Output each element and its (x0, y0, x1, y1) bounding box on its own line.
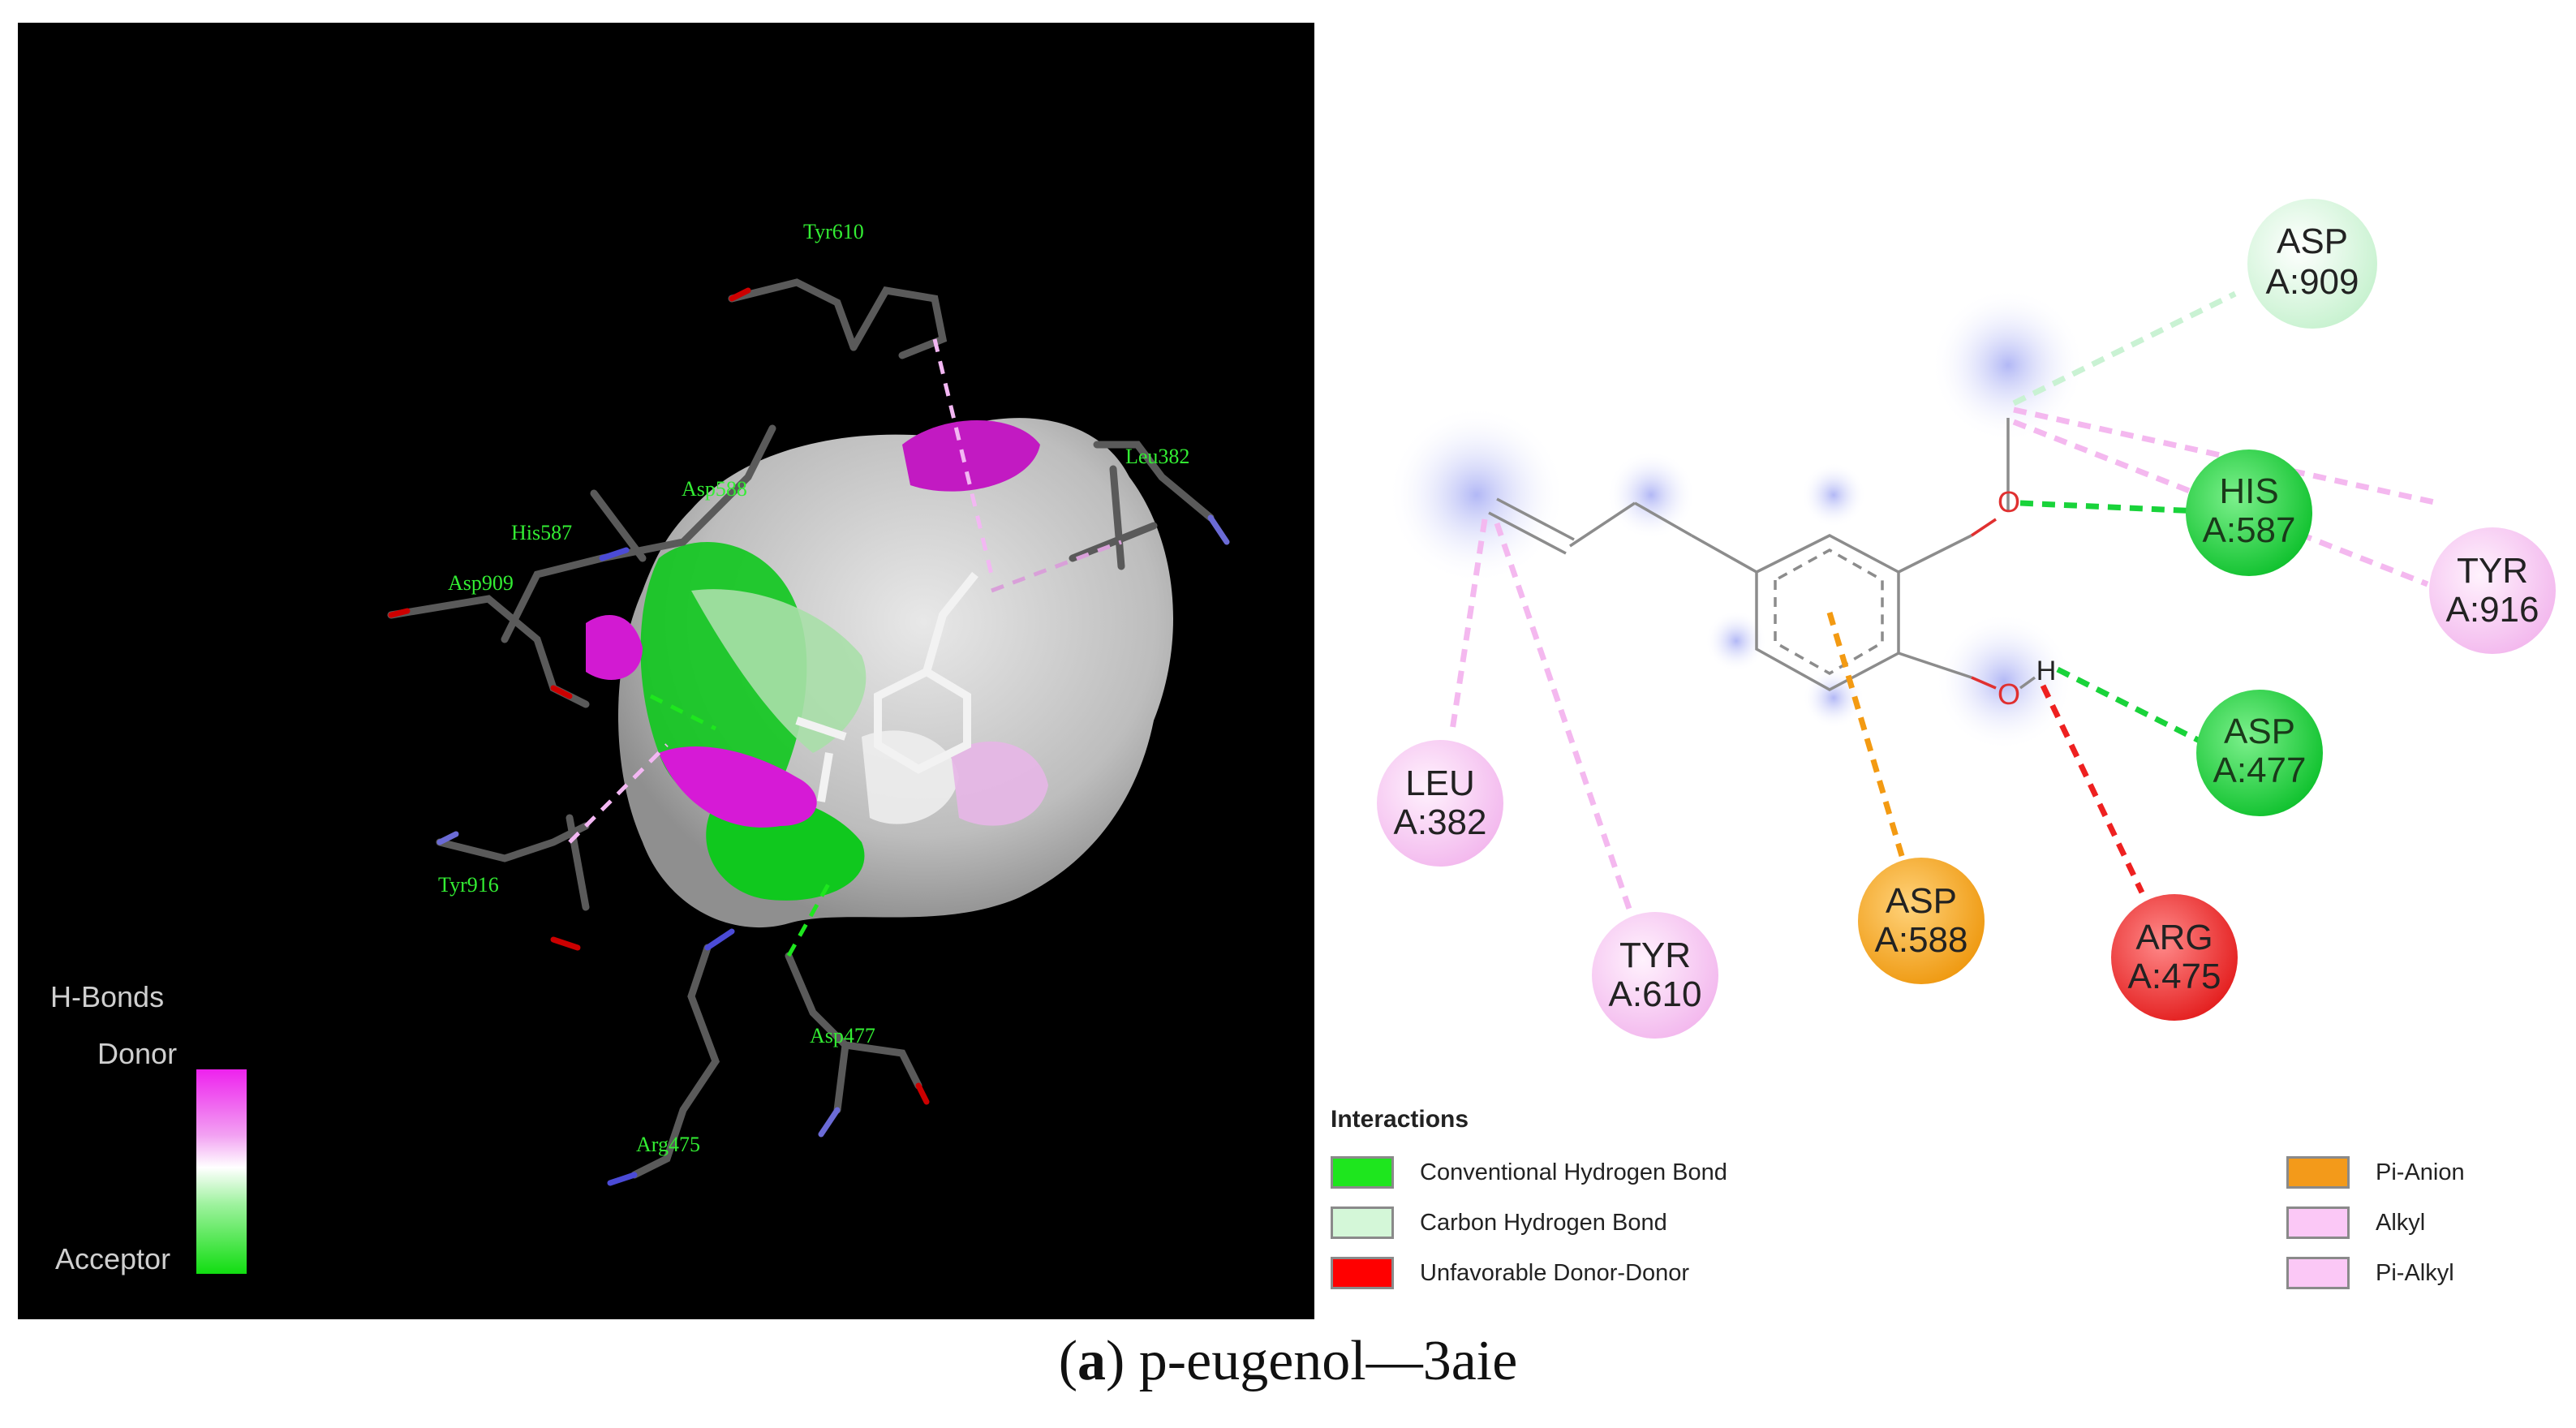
hbond-legend-title: H-Bonds (50, 980, 165, 1013)
residue-label-asp588: Asp588 (682, 477, 747, 501)
residue-label-tyr610: Tyr610 (803, 220, 864, 243)
svg-text:ASP: ASP (1886, 881, 1957, 921)
docking-3d-view: Tyr610 Leu382 Asp588 His587 Asp909 Tyr91… (18, 23, 1314, 1319)
residue-tyr916: TYR A:916 (2429, 527, 2556, 654)
svg-text:A:477: A:477 (2213, 751, 2307, 790)
legend-swatch (1331, 1206, 1394, 1239)
residue-asp909: ASP A:909 (2247, 199, 2377, 329)
atom-highlights (388, 287, 1230, 1186)
dash-pianion-asp588 (1826, 612, 1910, 873)
svg-text:A:588: A:588 (1875, 920, 1968, 960)
svg-text:ARG: ARG (2135, 918, 2213, 957)
svg-text:ASP: ASP (2224, 712, 2295, 751)
interactions-legend: Interactions Conventional Hydrogen Bond … (1331, 1099, 2576, 1310)
oh-bond (2019, 676, 2036, 690)
atom-halos (1387, 288, 2085, 751)
figure-caption: (a) p-eugenol—3aie (1058, 1330, 1518, 1392)
residue-label-arg475: Arg475 (636, 1133, 700, 1156)
caption-letter: a (1077, 1330, 1106, 1392)
legend-swatch (2286, 1156, 2350, 1189)
protein-sticks (387, 278, 1215, 1179)
hbond-legend-donor: Donor (97, 1037, 178, 1070)
legend-swatch (1331, 1257, 1394, 1289)
svg-text:A:587: A:587 (2203, 510, 2296, 550)
svg-text:LEU: LEU (1405, 763, 1475, 803)
interaction-lines (568, 338, 1122, 957)
dash-hbond-his587 (2019, 500, 2200, 514)
interaction-dashes (1449, 290, 2439, 910)
ligand-sticks (795, 571, 978, 802)
svg-text:TYR: TYR (1619, 936, 1691, 975)
dash-alkyl-tyr610 (1494, 522, 1632, 910)
legend-swatch (1331, 1156, 1394, 1189)
svg-text:A:382: A:382 (1394, 802, 1487, 842)
hbond-gradient-bar (196, 1069, 247, 1274)
oxygen-bonds (1971, 518, 1997, 690)
hydrogen-atom: H (2036, 656, 2057, 686)
residue-arg475: ARG A:475 (2111, 894, 2238, 1021)
svg-text:ASP: ASP (2277, 222, 2348, 261)
binding-surface (586, 418, 1173, 928)
residue-label-leu382: Leu382 (1125, 445, 1190, 468)
residue-label-asp909: Asp909 (448, 571, 514, 595)
residue-asp588: ASP A:588 (1858, 858, 1985, 984)
residue-his587: HIS A:587 (2186, 449, 2312, 576)
dash-carbon-hbond-asp909 (2012, 290, 2237, 406)
svg-text:A:475: A:475 (2128, 957, 2221, 996)
residue-tyr610: TYR A:610 (1592, 912, 1718, 1039)
residue-leu382: LEU A:382 (1377, 740, 1503, 867)
dash-alkyl-leu382 (1449, 518, 1488, 731)
hbond-legend-acceptor: Acceptor (55, 1242, 171, 1275)
svg-text:A:916: A:916 (2446, 590, 2539, 630)
svg-text:A:909: A:909 (2266, 262, 2359, 302)
oxygen-atom-1: O (1998, 485, 2020, 518)
residue-label-asp477: Asp477 (810, 1024, 875, 1047)
svg-text:TYR: TYR (2457, 551, 2528, 591)
legend-swatch (2286, 1257, 2350, 1289)
interactions-title: Interactions (1331, 1106, 1469, 1133)
residue-label-tyr916: Tyr916 (438, 873, 499, 897)
dash-alkyl-tyr916-a (2013, 406, 2439, 506)
svg-text:A:610: A:610 (1609, 974, 1702, 1014)
interaction-diagram-2d: O O H ASP A:909 HIS A:587 TYR A:916 ASP … (1377, 199, 2556, 1039)
residue-label-his587: His587 (511, 521, 573, 544)
dash-donor-arg475 (2040, 684, 2145, 894)
legend-swatch (2286, 1206, 2350, 1239)
residue-asp477: ASP A:477 (2196, 690, 2323, 816)
oxygen-atom-2: O (1998, 677, 2020, 711)
molecule-bonds (1488, 418, 2010, 691)
dash-hbond-asp477 (2056, 666, 2204, 746)
svg-text:HIS: HIS (2219, 471, 2278, 511)
docking-3d-render (387, 278, 1230, 1186)
